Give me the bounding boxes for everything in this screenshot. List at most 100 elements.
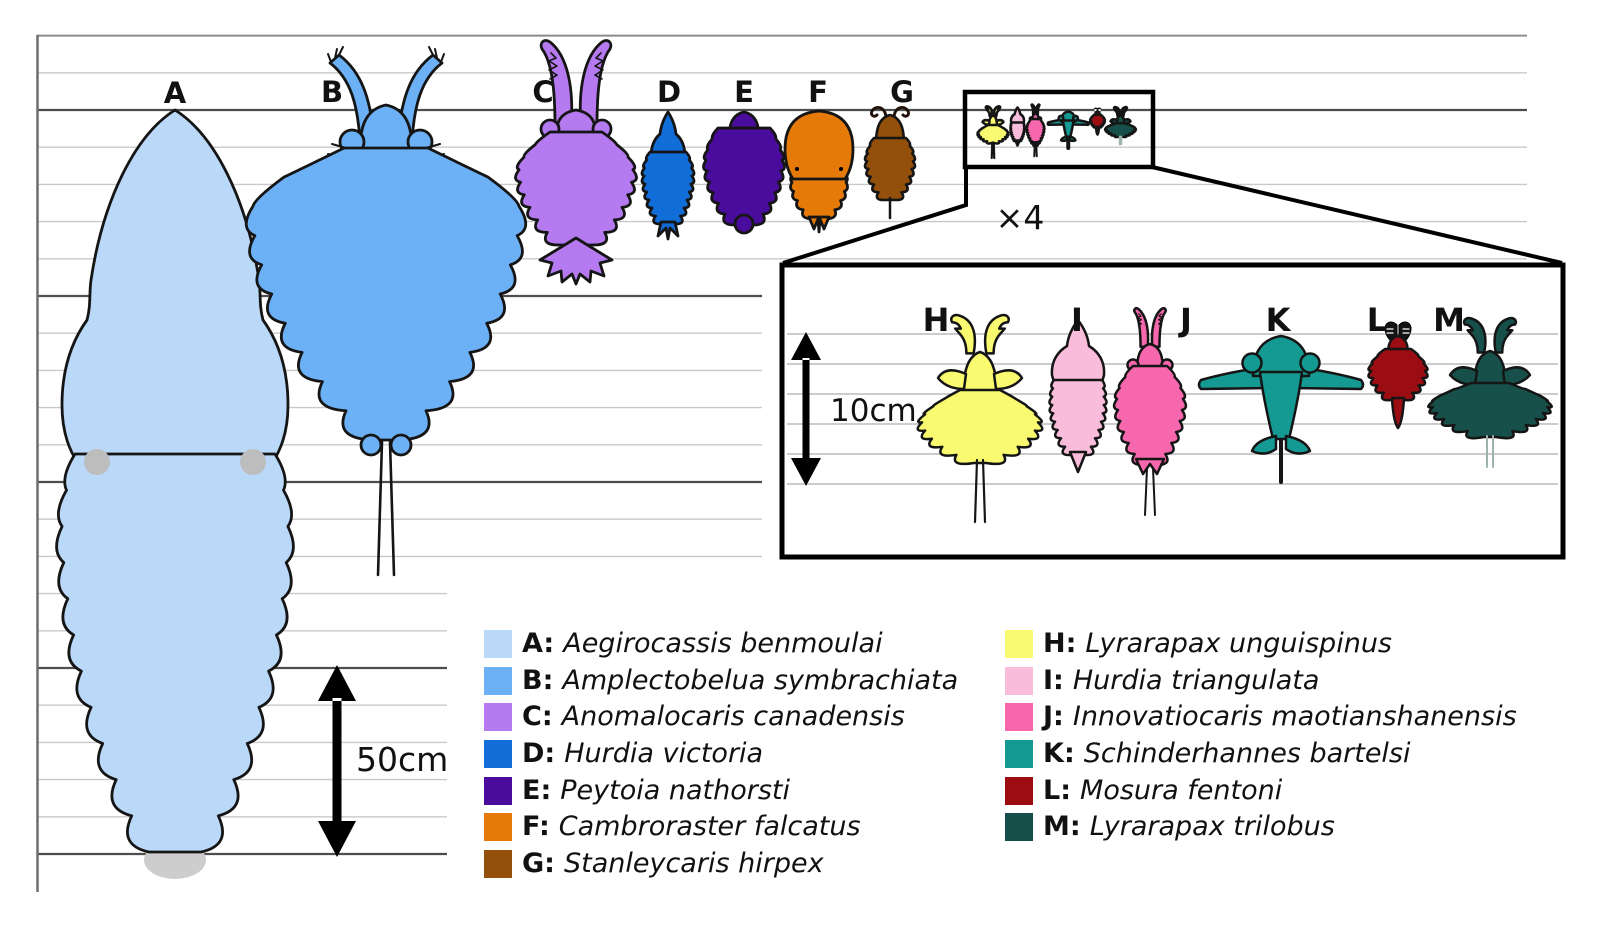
tiny-creature-l (1089, 107, 1106, 135)
creature-part (578, 39, 613, 128)
legend-swatch-c (484, 703, 512, 732)
legend-name-h: Lyrarapax unguispinus (1085, 628, 1392, 659)
label-letter-m: M (1433, 301, 1465, 339)
legend-letter-c: C (522, 703, 553, 731)
creature-part (951, 315, 975, 353)
creature-part (1487, 436, 1493, 467)
creature-part (892, 106, 910, 120)
creature-part (733, 213, 755, 235)
creature-part (938, 370, 966, 389)
label-letter-k: K (1266, 301, 1292, 339)
creature-part (863, 136, 917, 202)
label-letter-d: D (657, 75, 681, 109)
creature-part (1464, 318, 1485, 352)
legend-name-c: Anomalocaris canadensis (561, 701, 905, 733)
tiny-creature-m (1104, 106, 1137, 145)
creature-part (783, 109, 855, 181)
magnification-label: ×4 (996, 198, 1045, 237)
creature-g-silhouette (863, 106, 917, 220)
creature-part (1159, 314, 1163, 326)
creature-part (328, 53, 376, 144)
creature-part (702, 126, 786, 227)
legend-row-b: B Amplectobelua symbrachiata (484, 664, 959, 696)
label-letter-b: B (321, 75, 343, 109)
legend-name-d: Hurdia victoria (564, 738, 764, 770)
creature-part (1399, 322, 1411, 340)
legend-row-f: F Cambroraster falcatus (484, 811, 958, 843)
legend-row-i: IHurdia triangulata (1005, 666, 1517, 695)
label-letter-c: C (532, 75, 553, 109)
legend-name-l: Mosura fentoni (1080, 774, 1283, 806)
creature-part (60, 108, 290, 464)
legend-letter-i: I (1043, 666, 1064, 695)
creature-part (1243, 353, 1262, 372)
legend-name-k: Schinderhannes bartelsi (1083, 738, 1411, 770)
label-letter-i: I (1071, 301, 1083, 339)
legend-row-d: D Hurdia victoria (484, 738, 958, 770)
legend-letter-d: D (522, 740, 555, 768)
legend-swatch-d (484, 740, 512, 769)
creature-part (649, 110, 687, 159)
tiny-creature-h (977, 105, 1009, 159)
creature-part (1286, 436, 1310, 454)
legend-row-a: AAegirocassis benmoulai (484, 630, 958, 658)
creature-part (396, 53, 444, 144)
creature-part (918, 390, 1043, 464)
legend-name-f: Cambroraster falcatus (558, 811, 861, 843)
creature-part (870, 106, 888, 120)
scale-label-50cm: 50cm (356, 740, 448, 779)
creature-part (994, 370, 1022, 389)
legend-name-m: Lyrarapax trilobus (1089, 811, 1335, 843)
creature-part (514, 130, 638, 247)
legend-name-b: Amplectobelua symbrachiata (562, 664, 959, 696)
legend-swatch-m (1005, 813, 1033, 842)
legend-letter-l: L (1043, 776, 1071, 805)
creature-part (1428, 383, 1551, 438)
legend-row-e: EPeytoia nathorsti (484, 774, 958, 806)
creature-c-silhouette (514, 39, 638, 286)
legend-swatch-g (484, 850, 512, 879)
legend-row-l: L Mosura fentoni (1005, 774, 1517, 806)
creature-part (539, 39, 574, 128)
creature-part (428, 46, 445, 63)
magnifier-connector-left (782, 167, 968, 265)
creature-f-silhouette (783, 109, 855, 234)
label-letter-j: J (1178, 301, 1192, 339)
creature-part (240, 449, 266, 475)
legend-swatch-e (484, 776, 512, 805)
creature-part (1138, 314, 1142, 326)
legend-row-c: C Anomalocaris canadensis (484, 701, 958, 733)
legend-row-m: M Lyrarapax trilobus (1005, 811, 1517, 843)
label-letter-a: A (164, 76, 187, 110)
label-letter-g: G (890, 75, 914, 109)
creature-part (1301, 353, 1320, 372)
tiny-creatures-group (977, 104, 1137, 159)
creature-part (55, 452, 295, 854)
magnifier-connector-right (1151, 165, 1563, 265)
legend-row-h: H Lyrarapax unguispinus (1005, 630, 1517, 658)
label-letter-l: L (1367, 301, 1387, 339)
creature-a-silhouette (55, 108, 295, 879)
creature-k-silhouette (1199, 336, 1363, 482)
creature-part (839, 167, 843, 171)
legend-letter-h: H (1043, 630, 1076, 658)
creature-part (327, 46, 344, 63)
creature-part (807, 215, 831, 234)
scale-label-10cm: 10cm (830, 393, 917, 429)
creature-j-silhouette (1114, 308, 1186, 515)
legend-letter-m: M (1043, 813, 1081, 841)
creature-part (1495, 318, 1516, 352)
legend-letter-j: J (1043, 703, 1064, 731)
legend-swatch-h (1005, 630, 1033, 658)
legend-swatch-i (1005, 666, 1033, 695)
label-letter-e: E (734, 75, 754, 109)
legend-swatch-k (1005, 740, 1033, 769)
legend-letter-f: F (522, 813, 550, 841)
creature-i-silhouette (1049, 320, 1106, 472)
legend-name-j: Innovatiocaris maotianshanensis (1072, 701, 1517, 733)
creature-h-silhouette (918, 315, 1043, 522)
legend-letter-b: B (522, 666, 553, 695)
legend-name-e: Peytoia nathorsti (560, 774, 791, 806)
scale-bar-10cm-arrow (791, 332, 821, 486)
